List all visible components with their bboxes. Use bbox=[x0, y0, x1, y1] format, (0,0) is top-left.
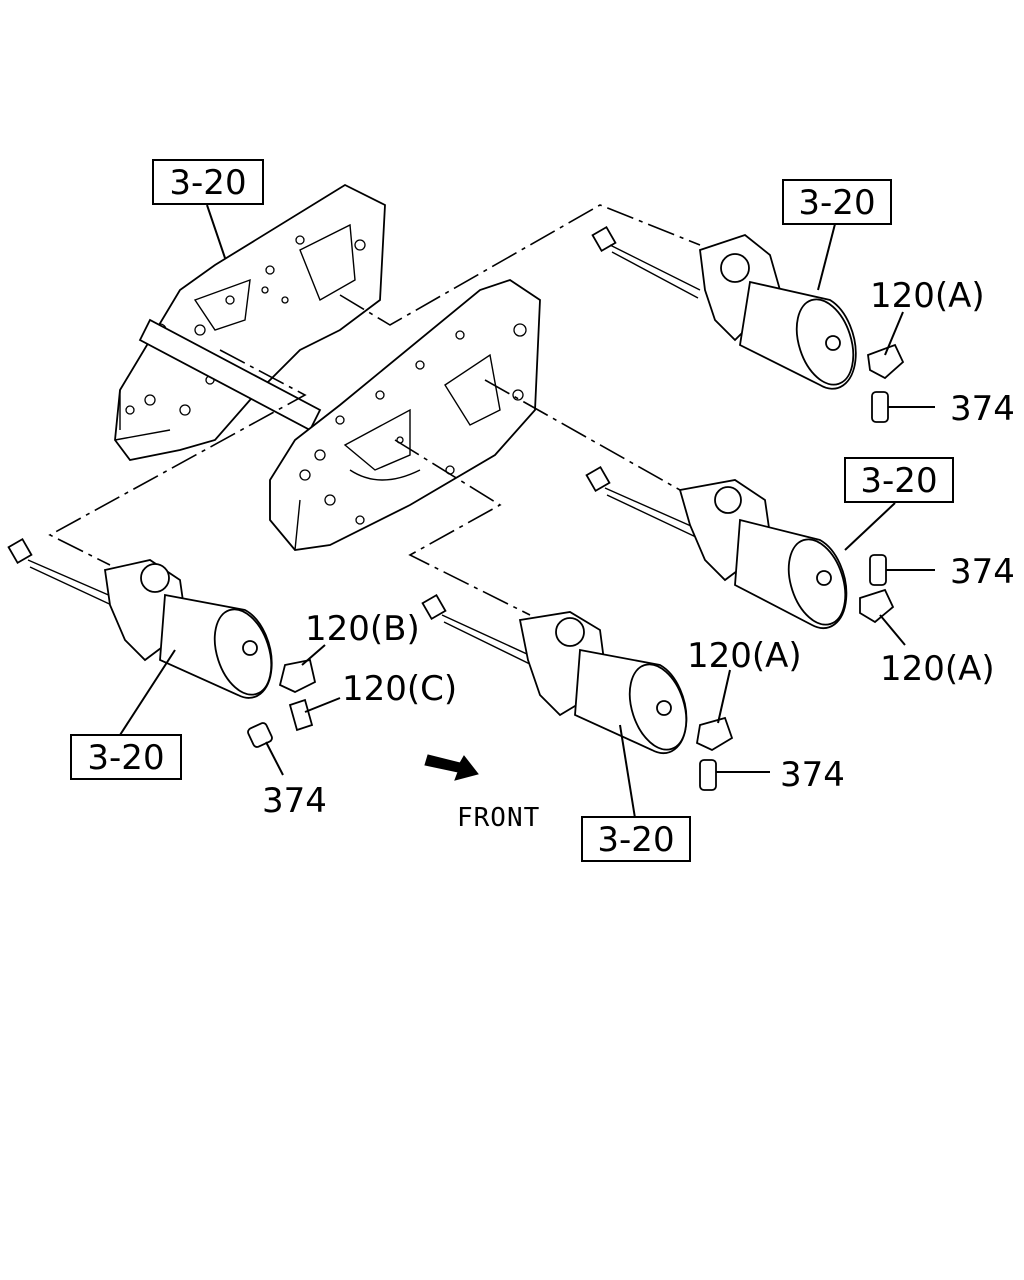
solenoid-valve-mid-right bbox=[585, 465, 848, 630]
label-120c: 120(C) bbox=[342, 669, 457, 709]
solenoid-valve-center bbox=[421, 593, 688, 755]
ref-box-3-20-mid-right: 3-20 bbox=[844, 457, 954, 503]
label-374-mid: 374 bbox=[950, 552, 1015, 592]
svg-text:3-20: 3-20 bbox=[597, 820, 674, 860]
ref-box-3-20-top-left: 3-20 bbox=[152, 159, 264, 205]
ref-box-3-20-bottom-center: 3-20 bbox=[581, 816, 691, 862]
label-120a-center: 120(A) bbox=[687, 636, 802, 676]
installation-lines bbox=[48, 204, 701, 616]
label-120a-top: 120(A) bbox=[870, 276, 985, 316]
front-arrow-icon bbox=[424, 754, 479, 781]
ref-box-3-20-left: 3-20 bbox=[70, 734, 182, 780]
label-374-center: 374 bbox=[780, 755, 845, 795]
solenoid-valve-left bbox=[7, 537, 273, 699]
label-120a-mid: 120(A) bbox=[880, 649, 995, 689]
leader-lines bbox=[119, 204, 935, 819]
fittings bbox=[247, 343, 905, 791]
ref-box-3-20-top-right: 3-20 bbox=[782, 179, 892, 225]
svg-text:3-20: 3-20 bbox=[169, 163, 246, 203]
label-374-left: 374 bbox=[262, 781, 327, 821]
front-valve-plate bbox=[269, 279, 541, 551]
label-120b: 120(B) bbox=[305, 609, 420, 649]
rear-valve-plate bbox=[114, 183, 386, 461]
svg-text:3-20: 3-20 bbox=[87, 738, 164, 778]
svg-text:3-20: 3-20 bbox=[798, 183, 875, 223]
front-label: FRONT bbox=[457, 803, 540, 833]
link-bar bbox=[138, 318, 322, 432]
svg-text:3-20: 3-20 bbox=[860, 461, 937, 501]
label-374-top: 374 bbox=[950, 389, 1015, 429]
solenoid-valve-top-right bbox=[591, 225, 857, 390]
